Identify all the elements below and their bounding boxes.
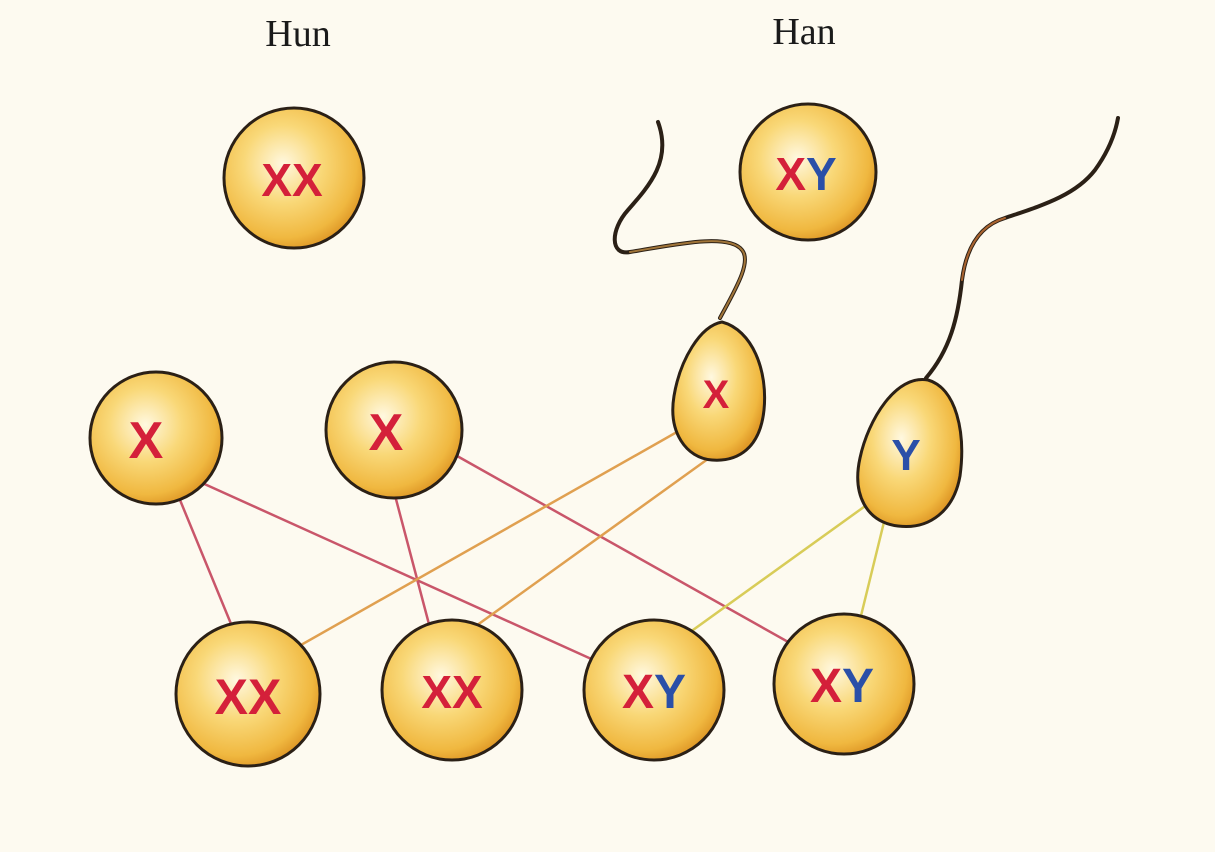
father-x: X — [775, 148, 806, 200]
child-cell-1: XX — [174, 620, 322, 768]
sperm-tails — [612, 116, 1120, 380]
child-3-x: X — [622, 666, 654, 719]
child-4-chromosomes: XY — [810, 660, 874, 713]
child-3-y: Y — [654, 666, 686, 719]
child-3-chromosomes: XY — [622, 666, 686, 719]
father-y: Y — [806, 148, 837, 200]
egg-cell-1: X — [88, 370, 224, 506]
sperm-x-chromosome: X — [703, 373, 730, 417]
sperm-cell-y: Y — [856, 378, 964, 528]
female-label: Hun — [265, 13, 330, 55]
egg-1-chromosome: X — [129, 412, 164, 470]
child-4-x: X — [810, 660, 842, 713]
sperm-y-chromosome: Y — [891, 431, 920, 480]
line-egg1-child1 — [178, 498, 238, 638]
child-4-y: Y — [842, 660, 874, 713]
mother-chromosomes: XX — [261, 154, 323, 206]
line-spermx-child2 — [460, 454, 714, 638]
male-label: Han — [772, 11, 835, 53]
line-egg1-child3 — [198, 480, 600, 664]
mother-cell: XX — [222, 106, 366, 250]
line-egg2-child2 — [390, 482, 432, 630]
child-cell-4: XY — [772, 612, 916, 756]
father-chromosomes: XY — [775, 148, 836, 200]
child-cell-2: XX — [380, 618, 524, 762]
egg-cell-2: X — [324, 360, 464, 500]
line-spermy-child4 — [856, 520, 886, 630]
father-cell: XY — [738, 102, 878, 242]
line-spermy-child3 — [666, 502, 870, 650]
child-cell-3: XY — [582, 618, 726, 762]
child-2-chromosomes: XX — [421, 666, 483, 718]
line-spermx-child1 — [276, 426, 686, 660]
line-egg2-child4 — [448, 450, 808, 654]
child-1-chromosomes: XX — [215, 669, 282, 725]
inheritance-lines — [178, 426, 886, 664]
egg-2-chromosome: X — [369, 404, 404, 462]
sperm-cell-x: X — [671, 320, 767, 462]
